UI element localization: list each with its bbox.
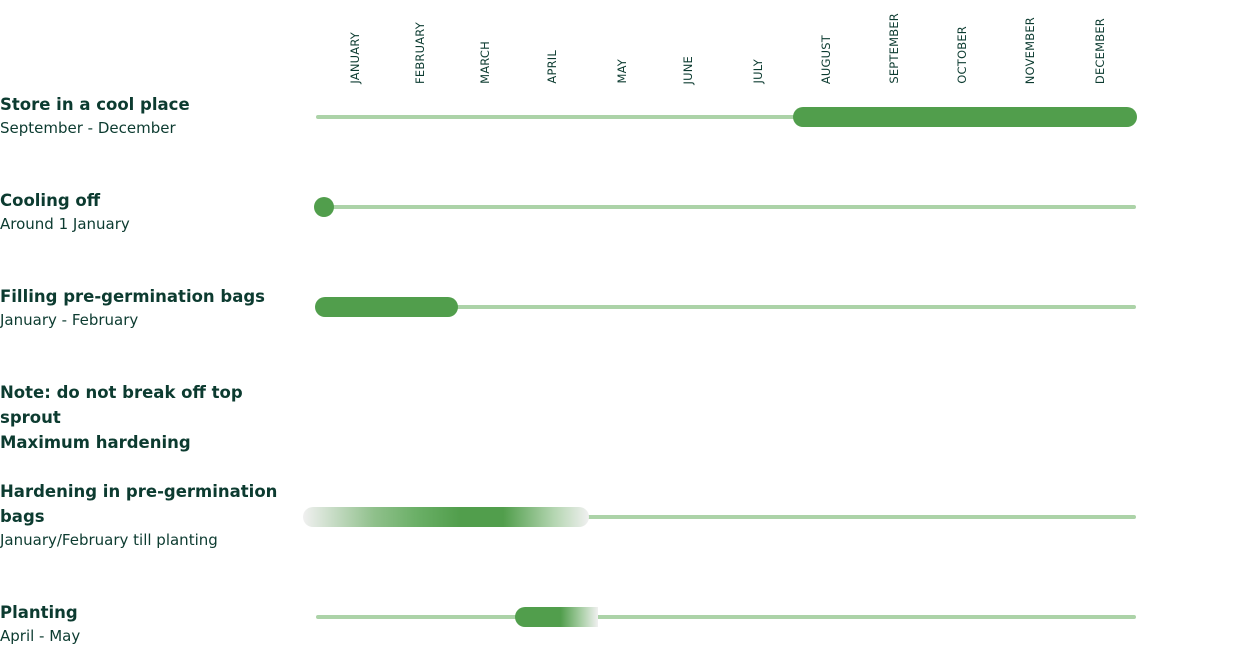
row-title: Planting bbox=[0, 603, 78, 622]
month-label: NOVEMBER bbox=[1023, 16, 1037, 84]
timeline-track bbox=[316, 515, 1136, 519]
month-label: MAY bbox=[615, 59, 629, 84]
row-store-label: Store in a cool place September - Decemb… bbox=[0, 92, 300, 139]
row-hardening-label: Hardening in pre-germination bags Januar… bbox=[0, 479, 290, 551]
row-subtitle: April - May bbox=[0, 627, 81, 645]
month-label: DECEMBER bbox=[1093, 17, 1107, 84]
row-cooling-label: Cooling off Around 1 January bbox=[0, 188, 300, 235]
month-label: MARCH bbox=[478, 41, 492, 84]
bar-hardening-gradient bbox=[303, 507, 589, 527]
row-title: Cooling off bbox=[0, 191, 101, 210]
row-title: Filling pre-germination bags bbox=[0, 287, 265, 306]
month-label: APRIL bbox=[545, 50, 559, 84]
row-title: Store in a cool place bbox=[0, 95, 190, 114]
timeline-track bbox=[316, 205, 1136, 209]
row-subtitle: September - December bbox=[0, 119, 176, 137]
dot-cooling-jan bbox=[314, 197, 334, 217]
month-label: FEBRUARY bbox=[413, 22, 427, 84]
row-note-label: Note: do not break off top sprout Maximu… bbox=[0, 380, 300, 455]
row-title: Hardening in pre-germination bags bbox=[0, 482, 278, 526]
timeline-track bbox=[316, 615, 1136, 619]
month-label: JUNE bbox=[681, 55, 695, 84]
row-subtitle: Around 1 January bbox=[0, 215, 130, 233]
month-label: JANUARY bbox=[348, 32, 362, 84]
bar-planting-apr-may bbox=[515, 607, 598, 627]
row-planting-label: Planting April - May bbox=[0, 600, 300, 647]
month-label: OCTOBER bbox=[955, 26, 969, 84]
month-label: SEPTEMBER bbox=[887, 13, 901, 84]
note-subtitle: Maximum hardening bbox=[0, 433, 191, 452]
timeline-track bbox=[316, 305, 1136, 309]
note-title: Note: do not break off top sprout bbox=[0, 383, 243, 427]
row-filling-label: Filling pre-germination bags January - F… bbox=[0, 284, 300, 331]
timeline-track bbox=[316, 115, 1136, 119]
bar-filling-jan-feb bbox=[315, 297, 458, 317]
row-subtitle: January - February bbox=[0, 311, 139, 329]
month-label: AUGUST bbox=[819, 34, 833, 84]
row-subtitle: January/February till planting bbox=[0, 531, 218, 549]
month-label: JULY bbox=[751, 59, 765, 84]
bar-store-sep-dec bbox=[793, 107, 1137, 127]
